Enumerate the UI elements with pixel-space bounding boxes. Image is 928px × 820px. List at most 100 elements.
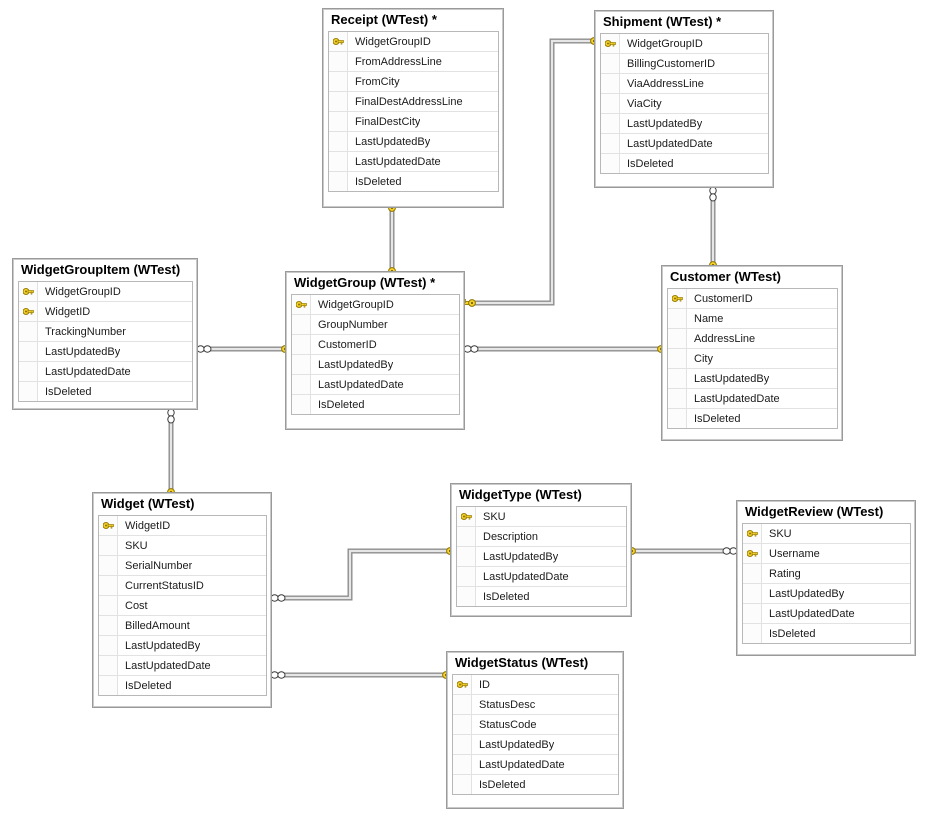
table-row[interactable]: LastUpdatedDate (99, 656, 266, 676)
table-row[interactable]: SKU (743, 524, 910, 544)
table-row[interactable]: SKU (457, 507, 626, 527)
table-row[interactable]: LastUpdatedBy (19, 342, 192, 362)
key-icon (456, 680, 468, 689)
table-row[interactable]: IsDeleted (743, 624, 910, 643)
table-row[interactable]: FinalDestAddressLine (329, 92, 498, 112)
table-row[interactable]: LastUpdatedDate (743, 604, 910, 624)
table-row[interactable]: IsDeleted (292, 395, 459, 414)
table-row[interactable]: IsDeleted (19, 382, 192, 401)
table-row[interactable]: LastUpdatedDate (601, 134, 768, 154)
rel-widgetgroup-customer[interactable] (463, 345, 671, 353)
table-row[interactable]: LastUpdatedBy (668, 369, 837, 389)
table-row[interactable]: WidgetGroupID (292, 295, 459, 315)
table-row[interactable]: LastUpdatedDate (668, 389, 837, 409)
column-name: WidgetGroupID (627, 37, 703, 50)
table-row[interactable]: AddressLine (668, 329, 837, 349)
table-row[interactable]: LastUpdatedDate (453, 755, 618, 775)
table-row[interactable]: IsDeleted (668, 409, 837, 428)
table-bottom-padding (286, 415, 464, 429)
table-row[interactable]: LastUpdatedBy (453, 735, 618, 755)
table-row[interactable]: GroupNumber (292, 315, 459, 335)
table-row[interactable]: LastUpdatedDate (292, 375, 459, 395)
table-row[interactable]: ID (453, 675, 618, 695)
table-row[interactable]: StatusDesc (453, 695, 618, 715)
table-row[interactable]: LastUpdatedBy (99, 636, 266, 656)
table-row[interactable]: FromCity (329, 72, 498, 92)
table-row[interactable]: LastUpdatedBy (743, 584, 910, 604)
table-row[interactable]: LastUpdatedBy (329, 132, 498, 152)
table-row[interactable]: BilledAmount (99, 616, 266, 636)
table-row[interactable]: LastUpdatedBy (601, 114, 768, 134)
column-name: WidgetGroupID (45, 285, 121, 298)
table-row[interactable]: Cost (99, 596, 266, 616)
table-row[interactable]: LastUpdatedDate (329, 152, 498, 172)
table-row[interactable]: WidgetGroupID (329, 32, 498, 52)
table-row[interactable]: IsDeleted (329, 172, 498, 191)
column-name: WidgetGroupID (318, 298, 394, 311)
table-row[interactable]: IsDeleted (99, 676, 266, 695)
column-name: Cost (125, 599, 148, 612)
table-row[interactable]: BillingCustomerID (601, 54, 768, 74)
table-row[interactable]: CustomerID (292, 335, 459, 355)
table-bottom-padding (93, 696, 271, 710)
table-row[interactable]: IsDeleted (453, 775, 618, 794)
column-name: LastUpdatedBy (769, 587, 845, 600)
column-name: LastUpdatedBy (318, 358, 394, 371)
table-row[interactable]: Username (743, 544, 910, 564)
table-row[interactable]: FinalDestCity (329, 112, 498, 132)
table-row[interactable]: TrackingNumber (19, 322, 192, 342)
column-name: LastUpdatedBy (627, 117, 703, 130)
table-row[interactable]: IsDeleted (457, 587, 626, 606)
row-gutter (19, 382, 38, 401)
row-gutter (601, 154, 620, 173)
table-row[interactable]: Name (668, 309, 837, 329)
column-name: FinalDestCity (355, 115, 421, 128)
column-name: LastUpdatedBy (694, 372, 770, 385)
table-row[interactable]: WidgetGroupID (19, 282, 192, 302)
row-gutter (329, 172, 348, 191)
rel-shipment-customer[interactable] (709, 186, 717, 275)
row-gutter (453, 735, 472, 754)
row-gutter (668, 389, 687, 408)
table-row[interactable]: Rating (743, 564, 910, 584)
rel-widget-widgetstatus[interactable] (270, 671, 456, 679)
table-row[interactable]: FromAddressLine (329, 52, 498, 72)
table-row[interactable]: IsDeleted (601, 154, 768, 173)
table-row[interactable]: WidgetID (19, 302, 192, 322)
table-row[interactable]: SKU (99, 536, 266, 556)
table-row[interactable]: LastUpdatedDate (19, 362, 192, 382)
rel-widgetgroupitem-widgetgroup[interactable] (196, 345, 295, 353)
rel-widgettype-widgetreview[interactable] (622, 547, 738, 555)
table-row[interactable]: LastUpdatedDate (457, 567, 626, 587)
table-row[interactable]: CurrentStatusID (99, 576, 266, 596)
table-row[interactable]: LastUpdatedBy (457, 547, 626, 567)
relationship-many-endpoint (722, 547, 738, 555)
row-gutter (601, 94, 620, 113)
column-name: IsDeleted (769, 627, 816, 640)
table-row[interactable]: SerialNumber (99, 556, 266, 576)
table-row[interactable]: StatusCode (453, 715, 618, 735)
rel-widgetgroupitem-widget[interactable] (167, 408, 175, 502)
rel-widget-widgettype[interactable] (270, 547, 460, 602)
table-row[interactable]: ViaAddressLine (601, 74, 768, 94)
table-row[interactable]: LastUpdatedBy (292, 355, 459, 375)
table-row[interactable]: City (668, 349, 837, 369)
row-gutter (99, 636, 118, 655)
rel-receipt-widgetgroup[interactable] (388, 198, 396, 281)
table-row[interactable]: CustomerID (668, 289, 837, 309)
table-row[interactable]: WidgetID (99, 516, 266, 536)
table-row[interactable]: ViaCity (601, 94, 768, 114)
table-row[interactable]: WidgetGroupID (601, 34, 768, 54)
table-row[interactable]: Description (457, 527, 626, 547)
